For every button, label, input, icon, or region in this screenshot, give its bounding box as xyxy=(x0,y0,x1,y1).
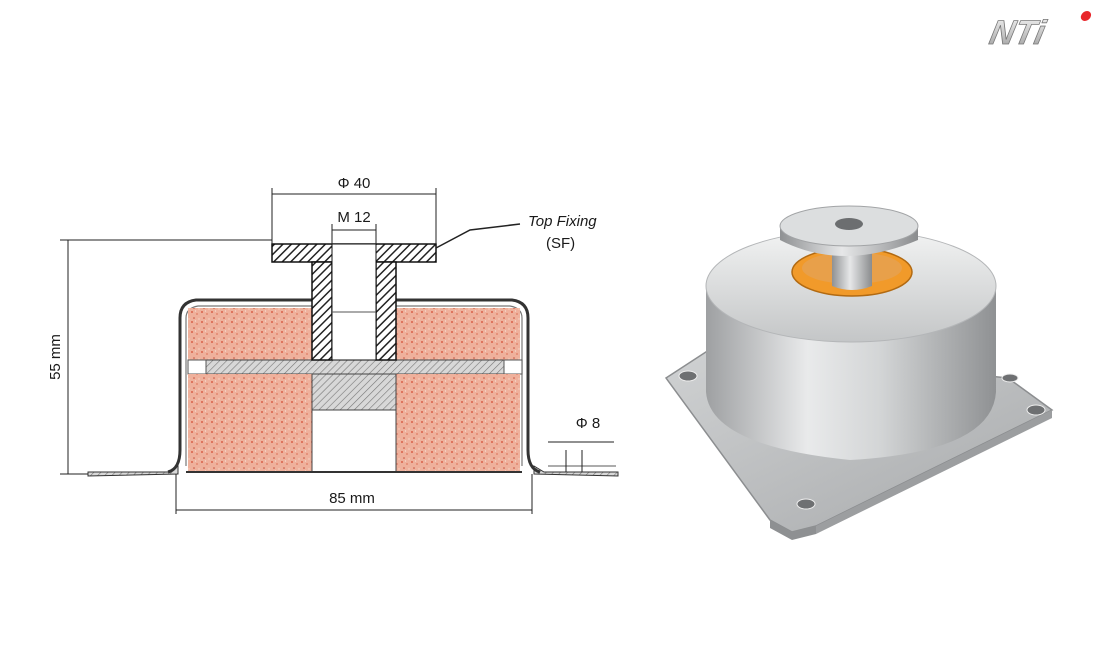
dim-top-diameter-label: Φ 40 xyxy=(338,175,371,192)
left-flange xyxy=(87,465,179,477)
logo-wordmark: NTi xyxy=(986,14,1050,52)
stud-right-wall xyxy=(375,261,397,361)
lower-rubber-left xyxy=(188,374,312,472)
cross-section-drawing: Φ 40 M 12 55 mm 85 mm xyxy=(47,175,619,514)
dim-height-label: 55 mm xyxy=(47,334,64,380)
dim-thread-label: M 12 xyxy=(337,209,370,226)
upper-rubber-left xyxy=(188,308,312,360)
dim-width: 85 mm xyxy=(175,474,533,514)
brand-logo: NTi xyxy=(986,11,1092,52)
dim-top-diameter: Φ 40 xyxy=(271,175,437,244)
logo-accent-dot xyxy=(1080,11,1092,21)
mount-hole-back xyxy=(1001,373,1019,383)
right-flange xyxy=(533,465,619,477)
dim-thread: M 12 xyxy=(331,209,377,244)
middle-plate xyxy=(205,359,505,375)
mount-hole-left xyxy=(678,370,698,382)
dim-width-label: 85 mm xyxy=(329,490,375,507)
lower-rubber-right xyxy=(396,374,520,472)
stud-thread-hole xyxy=(835,218,863,230)
upper-rubber-right xyxy=(396,308,520,360)
stud-left-wall xyxy=(311,261,333,361)
mount-hole-right xyxy=(1026,404,1046,416)
callout-label: Top Fixing xyxy=(528,213,597,230)
center-core xyxy=(311,373,397,411)
dim-hole-label: Φ 8 xyxy=(576,415,600,432)
product-render xyxy=(664,205,1054,540)
callout-code: (SF) xyxy=(546,235,575,252)
top-fixing-callout: Top Fixing (SF) xyxy=(435,213,597,252)
dim-hole: Φ 8 xyxy=(548,415,616,472)
dim-height: 55 mm xyxy=(47,239,272,475)
mount-hole-front xyxy=(796,498,816,510)
